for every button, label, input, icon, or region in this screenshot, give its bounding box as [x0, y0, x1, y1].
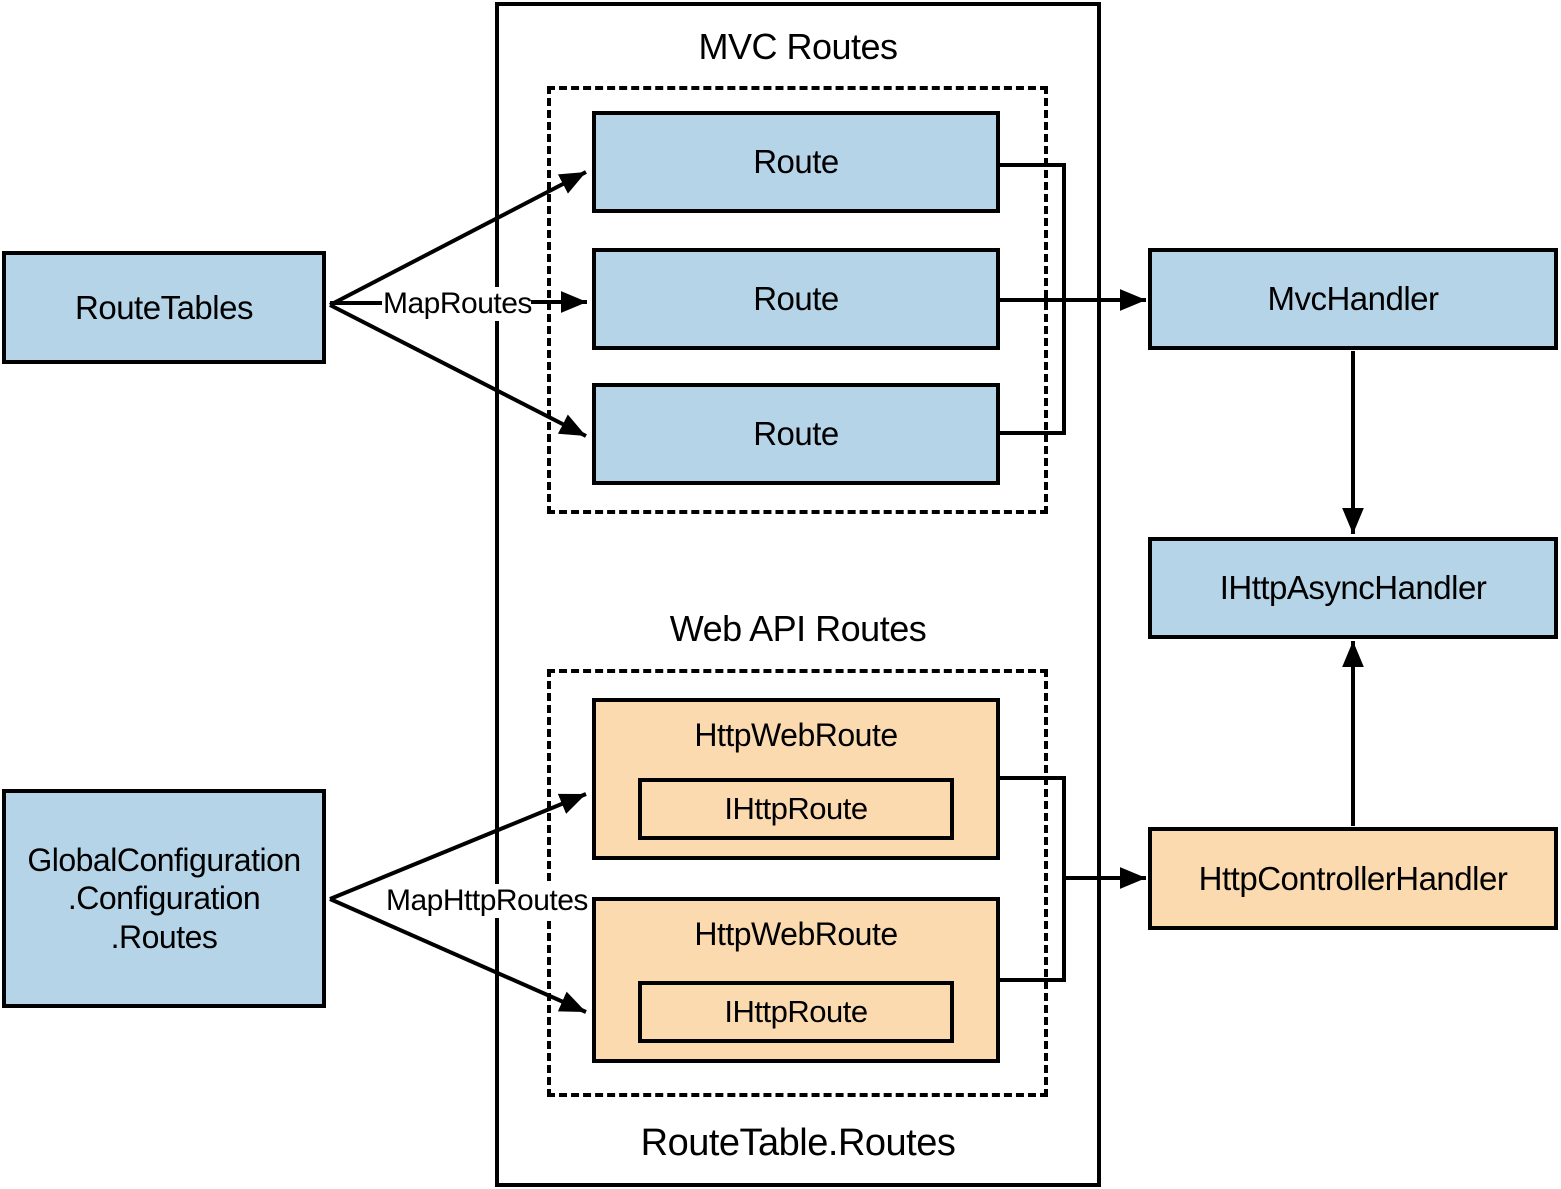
global-configuration-line-3: .Routes: [110, 918, 218, 955]
route-tables-box: RouteTables: [2, 251, 326, 364]
http-web-route-box-1: HttpWebRoute IHttpRoute: [592, 698, 1000, 860]
mvc-route-label-3: Route: [753, 415, 839, 453]
ihttp-async-handler-label: IHttpAsyncHandler: [1219, 569, 1487, 607]
mvc-route-box-2: Route: [592, 248, 1000, 350]
ihttp-route-label-2: IHttpRoute: [724, 994, 868, 1030]
mvc-route-label-2: Route: [753, 280, 839, 318]
ihttp-async-handler-box: IHttpAsyncHandler: [1148, 537, 1558, 639]
route-tables-label: RouteTables: [75, 288, 253, 326]
http-web-route-box-2: HttpWebRoute IHttpRoute: [592, 897, 1000, 1063]
mvc-route-label-1: Route: [753, 143, 839, 181]
global-configuration-label: GlobalConfiguration .Configuration .Rout…: [27, 841, 301, 956]
mvc-handler-box: MvcHandler: [1148, 248, 1558, 350]
ihttp-route-box-1: IHttpRoute: [638, 778, 954, 840]
route-table-container-box: [495, 2, 1101, 1187]
map-http-routes-label: MapHttpRoutes: [386, 884, 588, 918]
mvc-route-box-3: Route: [592, 383, 1000, 485]
ihttp-route-label-1: IHttpRoute: [724, 791, 868, 827]
map-routes-label: MapRoutes: [383, 287, 532, 321]
http-web-route-label-2: HttpWebRoute: [694, 916, 898, 952]
mvc-handler-label: MvcHandler: [1267, 280, 1439, 318]
global-configuration-line-1: GlobalConfiguration: [27, 841, 301, 878]
mvc-routes-title: MVC Routes: [698, 26, 898, 67]
ihttp-route-box-2: IHttpRoute: [638, 981, 954, 1043]
http-controller-handler-box: HttpControllerHandler: [1148, 827, 1558, 930]
http-controller-handler-label: HttpControllerHandler: [1198, 859, 1508, 897]
global-configuration-box: GlobalConfiguration .Configuration .Rout…: [2, 789, 326, 1008]
http-web-route-label-1: HttpWebRoute: [694, 717, 898, 753]
web-api-routes-title: Web API Routes: [669, 608, 927, 649]
global-configuration-line-2: .Configuration: [67, 880, 261, 917]
mvc-route-box-1: Route: [592, 111, 1000, 213]
route-table-routes-footer: RouteTable.Routes: [640, 1122, 956, 1164]
